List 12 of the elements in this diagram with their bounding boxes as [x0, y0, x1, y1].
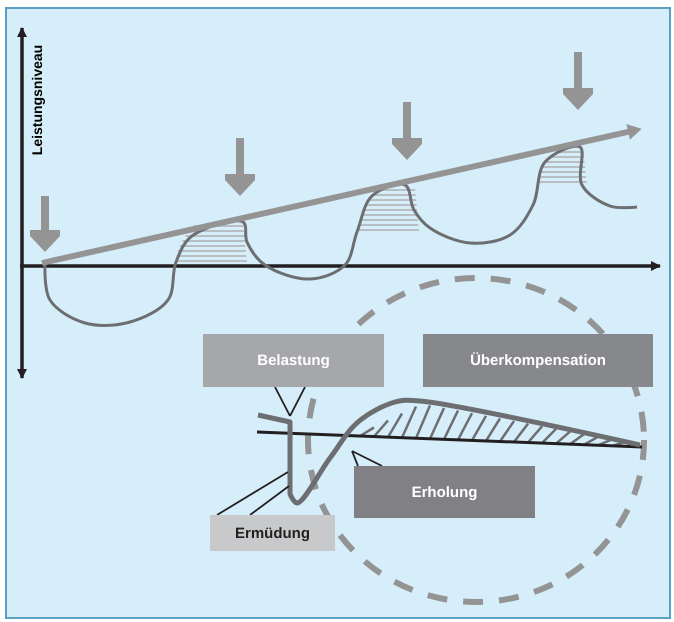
label-box: Erholung: [354, 466, 535, 518]
leader-line: [249, 485, 290, 516]
label-box: Überkompensation: [423, 334, 653, 387]
recovery-curve: [257, 398, 641, 506]
leader-line: [274, 386, 291, 416]
label-box: Belastung: [203, 334, 384, 387]
leader-line: [289, 386, 306, 416]
leader-line: [216, 471, 288, 516]
leader-line: [351, 450, 359, 466]
label-box: Ermüdung: [210, 515, 335, 551]
leader-line: [352, 450, 382, 467]
axis-label: Leistungsniveau: [29, 44, 46, 156]
